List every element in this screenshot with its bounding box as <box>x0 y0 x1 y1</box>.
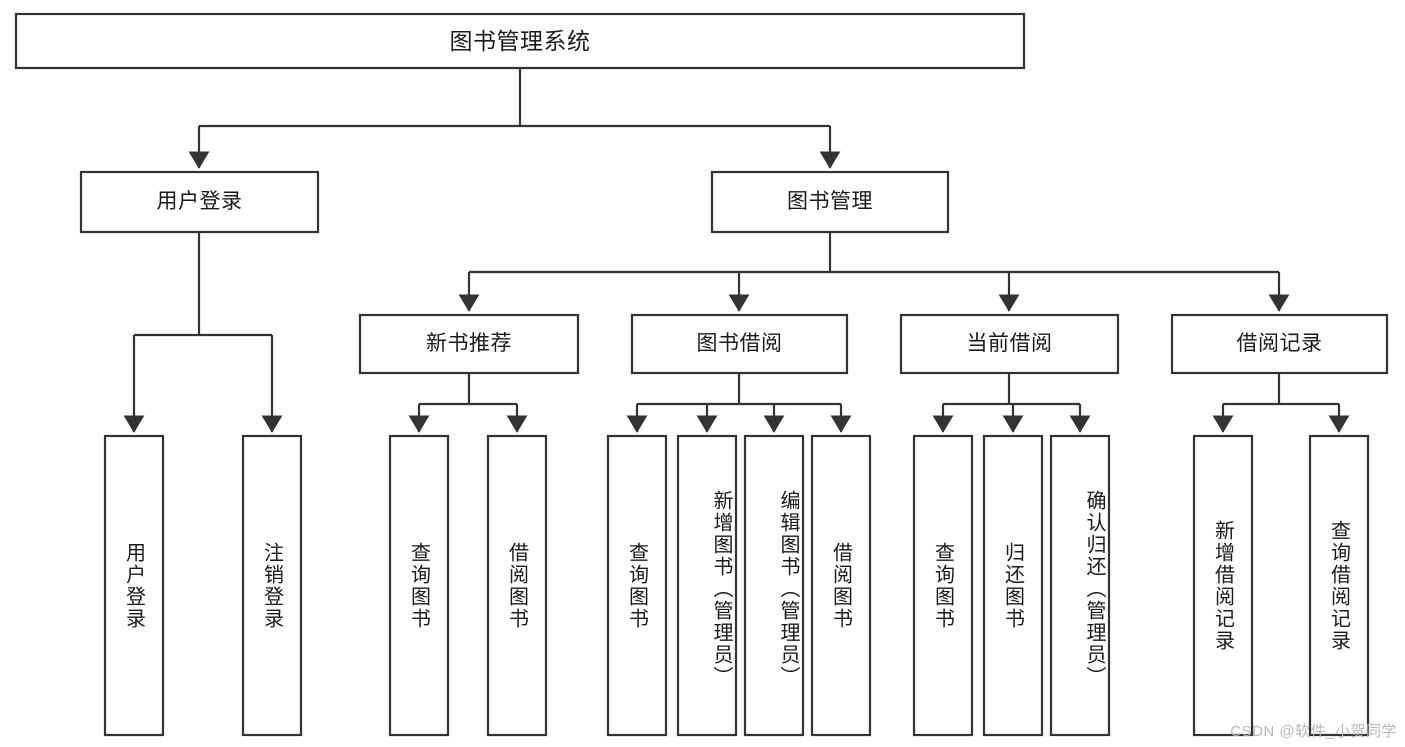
node-box-leaf-query-book-3[interactable] <box>912 434 974 737</box>
node-box-root[interactable] <box>14 12 1026 70</box>
node-box-leaf-confirm-return[interactable] <box>1049 434 1111 737</box>
node-box-leaf-add-book[interactable] <box>676 434 738 737</box>
node-box-leaf-edit-book[interactable] <box>743 434 805 737</box>
node-box-leaf-add-record[interactable] <box>1192 434 1254 737</box>
node-box-book-management[interactable] <box>710 170 950 234</box>
node-box-leaf-query-record[interactable] <box>1308 434 1370 737</box>
node-box-new-book-recommend[interactable] <box>358 313 580 375</box>
node-box-book-borrow[interactable] <box>630 313 849 375</box>
node-box-leaf-user-login[interactable] <box>103 434 165 737</box>
node-box-leaf-return-book[interactable] <box>982 434 1044 737</box>
node-box-leaf-borrow-book-1[interactable] <box>486 434 548 737</box>
connector-layer <box>123 68 1350 433</box>
node-box-leaf-query-book-2[interactable] <box>606 434 668 737</box>
node-box-user-login[interactable] <box>79 170 320 234</box>
node-box-current-borrow[interactable] <box>899 313 1120 375</box>
node-box-borrow-record[interactable] <box>1170 313 1389 375</box>
node-layer <box>14 12 1389 737</box>
node-box-leaf-query-book-1[interactable] <box>388 434 450 737</box>
node-box-leaf-borrow-book-2[interactable] <box>810 434 872 737</box>
node-box-leaf-logout[interactable] <box>241 434 303 737</box>
